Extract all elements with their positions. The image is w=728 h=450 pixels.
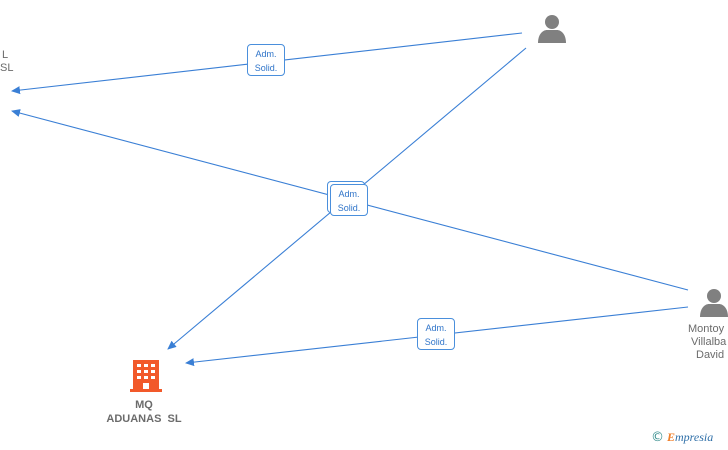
brand-name: mpresia: [675, 430, 714, 444]
edge-label-role[interactable]: Adm. Solid.: [247, 44, 285, 76]
mq-aduanas-label-line-2: ADUANAS SL: [106, 413, 182, 425]
edge-label-role-line-2: Solid.: [254, 63, 278, 73]
brand-initial: E: [667, 430, 676, 444]
person-right-label-line-3: David: [696, 349, 725, 361]
empresia-watermark: © Empresia: [651, 430, 713, 445]
company-building-icon[interactable]: [130, 360, 162, 392]
edge-label-role-line-1: Adm.: [338, 189, 360, 199]
edge-label-role-line-1: Adm.: [425, 323, 447, 333]
mq-aduanas-label-line-1: MQ: [135, 399, 153, 411]
person-icon[interactable]: [700, 289, 728, 317]
edge-label-role-line-2: Solid.: [337, 203, 361, 213]
edge-label-role[interactable]: Adm. Solid.: [330, 184, 368, 216]
person-icon[interactable]: [538, 15, 566, 43]
person-right-label-line-1: Montoy: [688, 323, 725, 335]
edge-label-role-line-1: Adm.: [255, 49, 277, 59]
copyright-icon: ©: [651, 430, 664, 445]
edge-label-role-line-2: Solid.: [424, 337, 448, 347]
left-company-label-line-1: L: [2, 49, 9, 61]
left-company-label[interactable]: L SL: [0, 49, 13, 75]
left-company-label-line-2: SL: [0, 62, 14, 74]
person-right-label-line-2: Villalba: [691, 336, 727, 348]
mq-aduanas-label[interactable]: MQ ADUANAS SL: [96, 398, 192, 426]
person-right-label[interactable]: Montoy Villalba David: [686, 323, 728, 362]
edge-label-role[interactable]: Adm. Solid.: [417, 318, 455, 350]
